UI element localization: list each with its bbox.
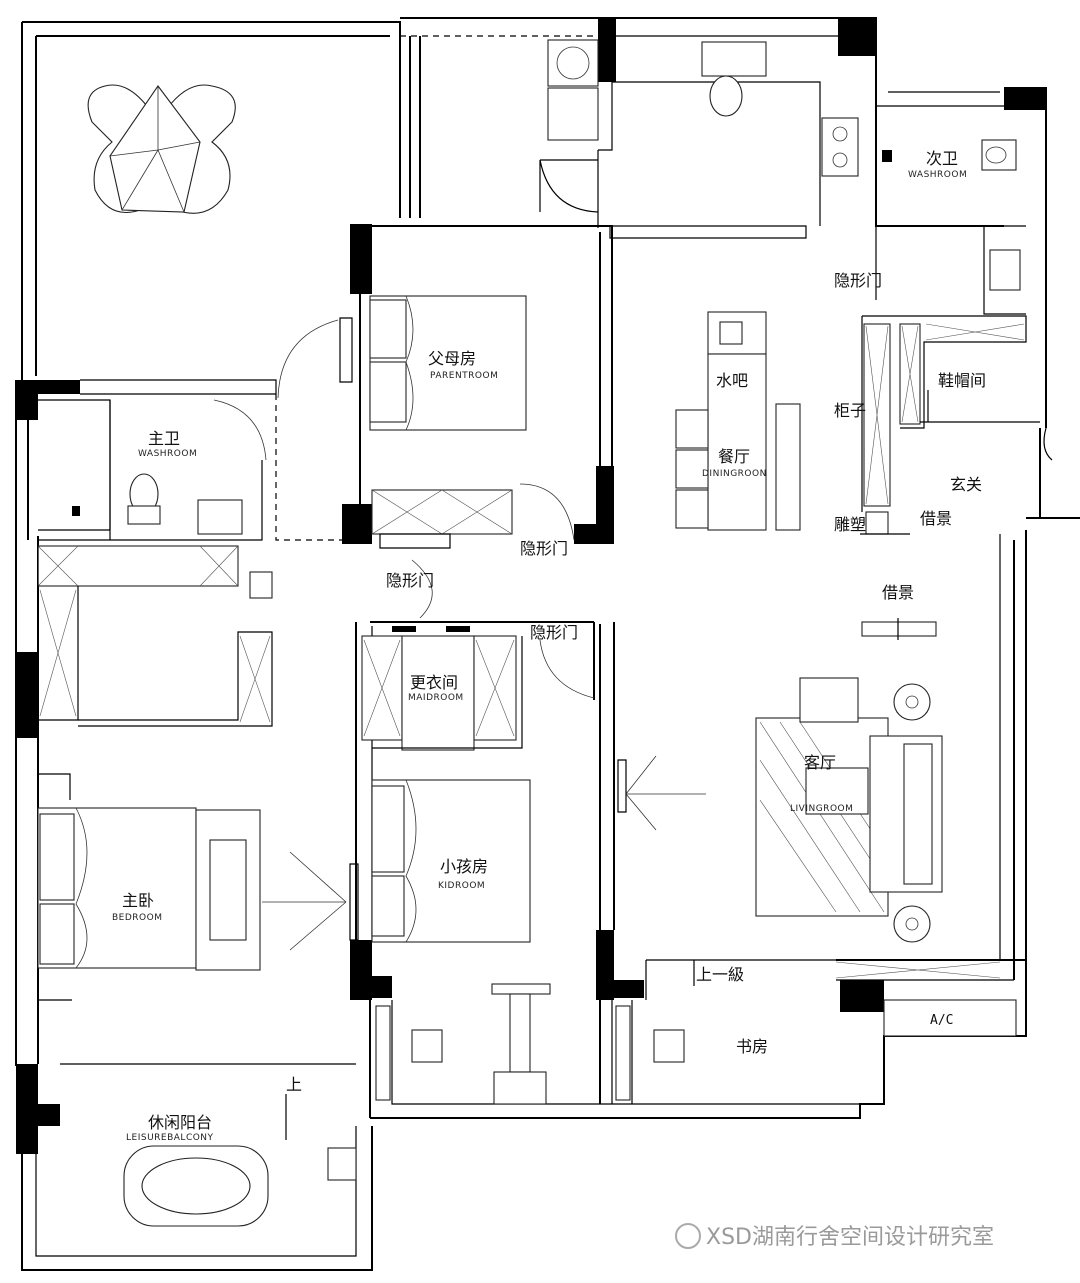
water-bar-label: 水吧 bbox=[716, 371, 748, 390]
borrowed-view-label-2: 借景 bbox=[882, 583, 914, 602]
hidden-door-label-3: 隐形门 bbox=[386, 571, 434, 590]
entrance-label: 玄关 bbox=[950, 475, 982, 494]
partitions bbox=[37, 35, 1053, 1181]
balcony-en: LEISUREBALCONY bbox=[126, 1133, 214, 1143]
terrace-table-icon bbox=[87, 84, 236, 214]
bedroom-label: 主卧 bbox=[122, 891, 154, 910]
kid-room-en: KIDROOM bbox=[438, 881, 485, 891]
living-label: 客厅 bbox=[804, 753, 836, 772]
parent-room-label: 父母房 bbox=[428, 349, 476, 368]
bedroom-en: BEDROOM bbox=[112, 913, 162, 923]
maid-room-label: 更衣间 bbox=[410, 673, 458, 692]
sculpture-label: 雕塑 bbox=[834, 515, 866, 534]
master-bed-icon bbox=[37, 807, 261, 971]
borrowed-view-label-1: 借景 bbox=[920, 509, 952, 528]
hidden-door-label-2: 隐形门 bbox=[520, 539, 568, 558]
furniture bbox=[37, 84, 943, 1227]
room-labels: 父母房 PARENTROOM 主卫 WASHROOM 次卫 WASHROOM 隐… bbox=[112, 149, 986, 1143]
hidden-door-label-4: 隐形门 bbox=[530, 623, 578, 642]
second-bath-label: 次卫 bbox=[926, 149, 958, 168]
up-label: 上 bbox=[286, 1075, 302, 1094]
exercise-bike-icon bbox=[491, 983, 551, 1105]
master-bath-label: 主卫 bbox=[148, 429, 180, 448]
kid-room-label: 小孩房 bbox=[440, 857, 488, 876]
maid-room-en: MAIDROOM bbox=[408, 693, 464, 703]
study-label: 书房 bbox=[736, 1037, 768, 1056]
watermark: XSD湖南行舍空间设计研究室 bbox=[675, 1223, 994, 1250]
second-bath-en: WASHROOM bbox=[908, 170, 967, 180]
kid-bed-icon bbox=[371, 779, 531, 943]
living-set-icon bbox=[755, 677, 943, 943]
living-en: LIVINGROOM bbox=[790, 804, 853, 814]
watermark-text: XSD湖南行舍空间设计研究室 bbox=[706, 1225, 994, 1250]
balcony-label: 休闲阳台 bbox=[148, 1113, 212, 1132]
master-bath-en: WASHROOM bbox=[138, 449, 197, 459]
dining-label: 餐厅 bbox=[718, 447, 750, 466]
bathtub-icon bbox=[123, 1145, 269, 1227]
wechat-icon bbox=[675, 1223, 701, 1249]
parent-bed-icon bbox=[369, 295, 527, 431]
hidden-door-label-1: 隐形门 bbox=[834, 271, 882, 290]
step-up-label: 上一級 bbox=[696, 965, 744, 984]
cabinet-label: 柜子 bbox=[834, 401, 866, 420]
shoe-room-label: 鞋帽间 bbox=[938, 371, 986, 390]
parent-room-en: PARENTROOM bbox=[430, 371, 498, 381]
dining-en: DININGROON bbox=[702, 469, 767, 479]
ac-label: A/C bbox=[930, 1013, 953, 1028]
